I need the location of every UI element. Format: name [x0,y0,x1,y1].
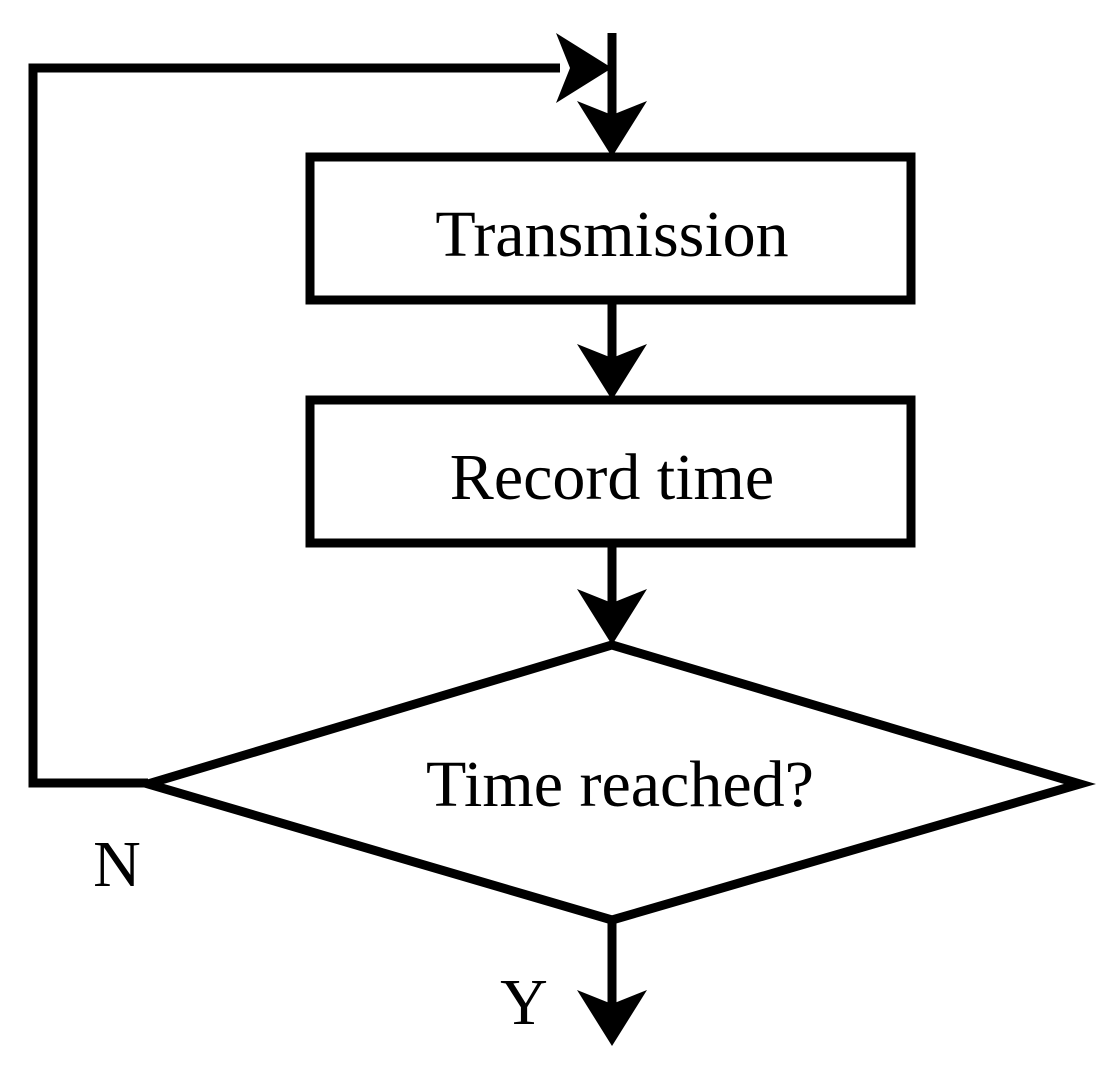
branch-label-yes: Y [500,966,548,1039]
node-record-time[interactable]: Record time [305,395,916,548]
branch-label-no: N [93,828,141,901]
feedback-loop-line [28,63,560,788]
entry-arrowhead-icon [577,101,647,157]
record-time-label: Record time [450,441,774,514]
node-time-reached-decision[interactable]: Time reached? [132,640,1096,925]
exit-arrowhead-icon [577,990,647,1046]
edge-no-feedback [28,33,612,788]
edge-entry-to-transmission [577,33,647,157]
edge-yes-exit [577,920,647,1046]
record-to-decision-arrowhead-icon [577,589,647,645]
transmission-label: Transmission [435,198,788,271]
transmission-to-record-arrowhead-icon [577,344,647,400]
time-reached-label: Time reached? [426,748,814,821]
node-transmission[interactable]: Transmission [305,152,916,305]
edge-record-time-to-decision [577,543,647,645]
feedback-arrowhead-icon [556,33,612,103]
edge-transmission-to-record-time [577,300,647,400]
